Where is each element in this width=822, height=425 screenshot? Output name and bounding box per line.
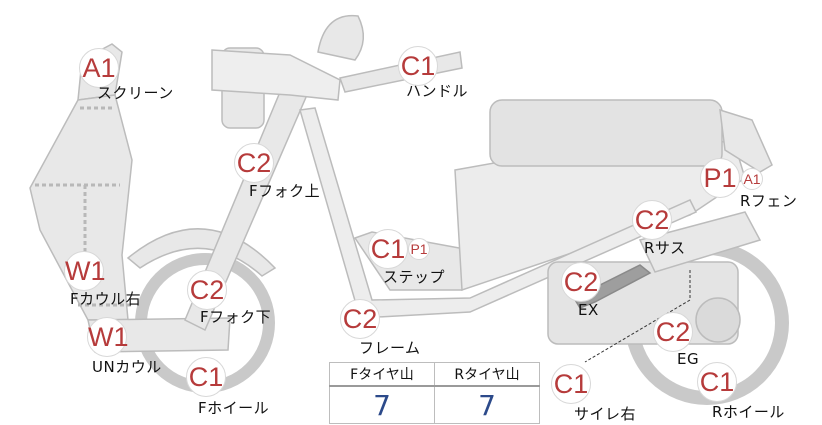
leader-line [584, 270, 691, 363]
fcowl-right-label: Fカウル右 [70, 290, 142, 308]
ffork-upper-label: Fフォク上 [249, 182, 321, 200]
rwheel-code-badge[interactable]: C1 [697, 362, 737, 402]
step-label: ステップ [383, 268, 446, 286]
ex-label: EX [578, 301, 599, 319]
frame-shape [299, 107, 698, 319]
screen-label: スクリーン [97, 84, 174, 102]
step-code-badge[interactable]: C1 [368, 229, 408, 269]
eg-code-badge[interactable]: C2 [653, 312, 693, 352]
handle-code-badge[interactable]: C1 [398, 46, 438, 86]
rsus-label: Rサス [644, 239, 686, 257]
ffork-upper-code-badge[interactable]: C2 [234, 143, 274, 183]
rear-suspension-shape [638, 211, 762, 273]
fwheel-code-badge[interactable]: C1 [186, 357, 226, 397]
fcowl-right-code-badge[interactable]: W1 [64, 251, 106, 291]
handle-label: ハンドル [406, 82, 469, 100]
screen-code-badge[interactable]: A1 [79, 48, 119, 88]
rear-fender-shape [719, 108, 773, 173]
un-cowl-label: UNカウル [92, 358, 162, 376]
mirror-shape [317, 14, 364, 61]
silencer-right-code-badge[interactable]: C1 [551, 364, 591, 404]
rwheel-label: Rホイール [712, 403, 785, 421]
silencer-right-label: サイレ右 [574, 405, 637, 423]
headlight-hood-shape [211, 49, 341, 101]
rsus-code-badge[interactable]: C2 [632, 200, 672, 240]
ex-code-badge[interactable]: C2 [561, 262, 601, 302]
seat-shape [489, 99, 723, 167]
rear-tread-value[interactable]: 7 [434, 385, 540, 424]
un-cowl-code-badge[interactable]: W1 [87, 317, 129, 357]
rear-hub-shape [695, 297, 741, 343]
fwheel-label: Fホイール [198, 399, 270, 417]
rfender-sub-code-badge[interactable]: A1 [741, 168, 763, 190]
frame-label: フレーム [359, 339, 421, 357]
front-tread-header: Fタイヤ山 [329, 362, 435, 387]
ffork-lower-label: Fフォク下 [200, 308, 272, 326]
front-fender-shape [126, 228, 277, 277]
rfender-code-badge[interactable]: P1 [700, 158, 740, 198]
rfender-label: Rフェン [740, 192, 798, 210]
front-tread-value[interactable]: 7 [329, 385, 435, 424]
rear-tread-header: Rタイヤ山 [434, 362, 540, 387]
frame-code-badge[interactable]: C2 [340, 299, 380, 339]
ffork-lower-code-badge[interactable]: C2 [187, 270, 227, 310]
step-sub-code-badge[interactable]: P1 [408, 238, 430, 260]
tire-tread-table: Fタイヤ山 Rタイヤ山 7 7 [329, 362, 540, 424]
eg-label: EG [677, 350, 700, 368]
